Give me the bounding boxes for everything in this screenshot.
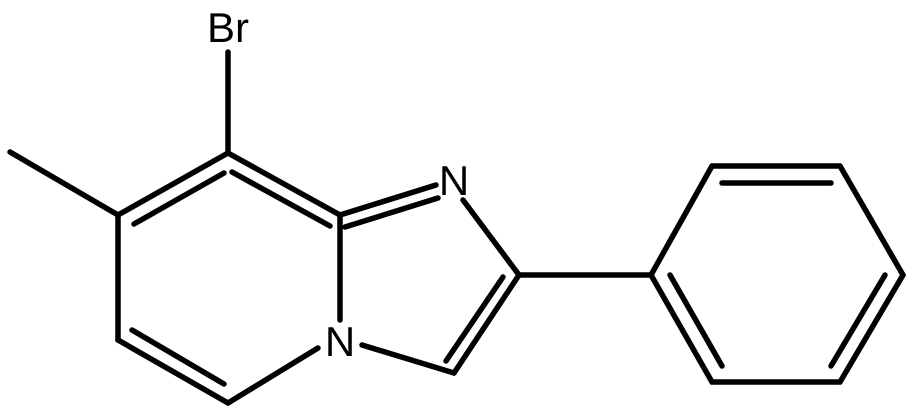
bond-c7-methyl — [7, 149, 121, 218]
bond-c8-c8a-inner — [229, 169, 333, 229]
atom-labels: Br N N — [207, 4, 469, 365]
bond-ph6-ph1 — [648, 272, 715, 385]
bond-c5-c6 — [115, 337, 231, 406]
bond-ph6-ph1-inner — [667, 272, 725, 369]
bond-ph1-ph2 — [648, 163, 715, 278]
bond-ph4-ph5-inner — [828, 272, 888, 369]
bond-n1-c2 — [460, 197, 522, 278]
bond-c5-c6-inner — [129, 327, 227, 387]
atom-label-bridgehead-nitrogen: N — [325, 318, 355, 365]
bond-c2-c3-inner — [443, 274, 506, 364]
bond-n4-c5 — [225, 345, 321, 406]
bond-ph4-ph5 — [837, 272, 906, 385]
bond-c2-c3 — [451, 272, 522, 376]
bond-c3-n4 — [359, 342, 457, 376]
bond-c7-c8-inner — [131, 170, 227, 227]
bond-c8a-n1 — [337, 182, 439, 218]
bond-c8-c8a — [225, 150, 343, 218]
bond-c7-c8 — [115, 150, 231, 218]
atom-label-bromine: Br — [207, 4, 249, 51]
bond-c8a-n1-inner — [342, 195, 441, 230]
atom-label-ring-nitrogen: N — [439, 157, 469, 204]
bond-ph3-ph4 — [837, 163, 906, 278]
bonds — [7, 49, 906, 406]
